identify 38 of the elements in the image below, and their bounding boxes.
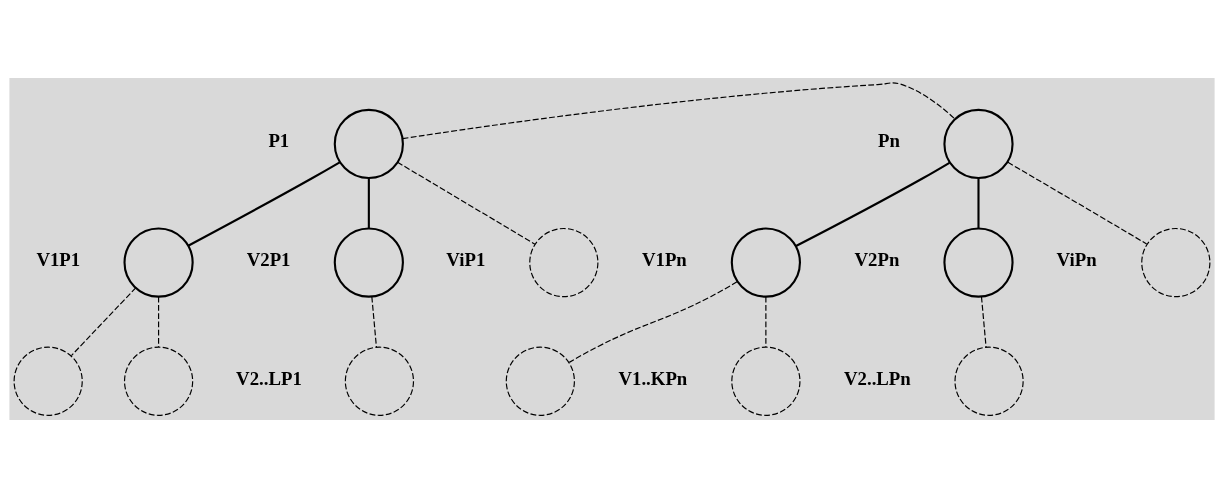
- node-label: V2Pn: [854, 248, 900, 270]
- node-label: V1P1: [36, 248, 81, 270]
- node-circle: [123, 346, 194, 416]
- connector: [70, 286, 137, 356]
- node-circle: [333, 226, 404, 298]
- connector: [980, 295, 987, 348]
- node-circle: [954, 346, 1024, 416]
- node-circle: [1141, 227, 1211, 297]
- connector: [367, 177, 370, 228]
- connector: [158, 295, 160, 348]
- connector: [402, 81, 956, 139]
- node-circle: [333, 108, 404, 179]
- node-circle: [730, 226, 801, 298]
- node-label: V2..LP1: [236, 367, 302, 389]
- connector: [371, 295, 377, 348]
- node-circle: [505, 346, 575, 416]
- node-label: V2P1: [246, 248, 291, 270]
- node-circle: [529, 227, 599, 297]
- node-circle: [123, 226, 194, 298]
- connector: [977, 177, 980, 228]
- connector: [795, 161, 950, 247]
- connector: [1007, 161, 1148, 245]
- node-circle: [731, 346, 801, 416]
- connector: [765, 295, 767, 348]
- node-label: V1Pn: [641, 248, 687, 270]
- node-label: Pn: [878, 129, 900, 151]
- node-circle: [943, 108, 1014, 179]
- node-circle: [344, 346, 415, 416]
- connector: [187, 160, 341, 247]
- node-label: V1..KPn: [618, 367, 688, 389]
- node-label: ViP1: [446, 248, 486, 270]
- node-label: V2..LPn: [843, 367, 911, 389]
- node-label: P1: [268, 129, 290, 151]
- node-circle: [13, 346, 83, 416]
- connector: [568, 280, 738, 363]
- connector: [397, 161, 536, 245]
- node-label: ViPn: [1056, 248, 1097, 270]
- node-circle: [943, 226, 1014, 298]
